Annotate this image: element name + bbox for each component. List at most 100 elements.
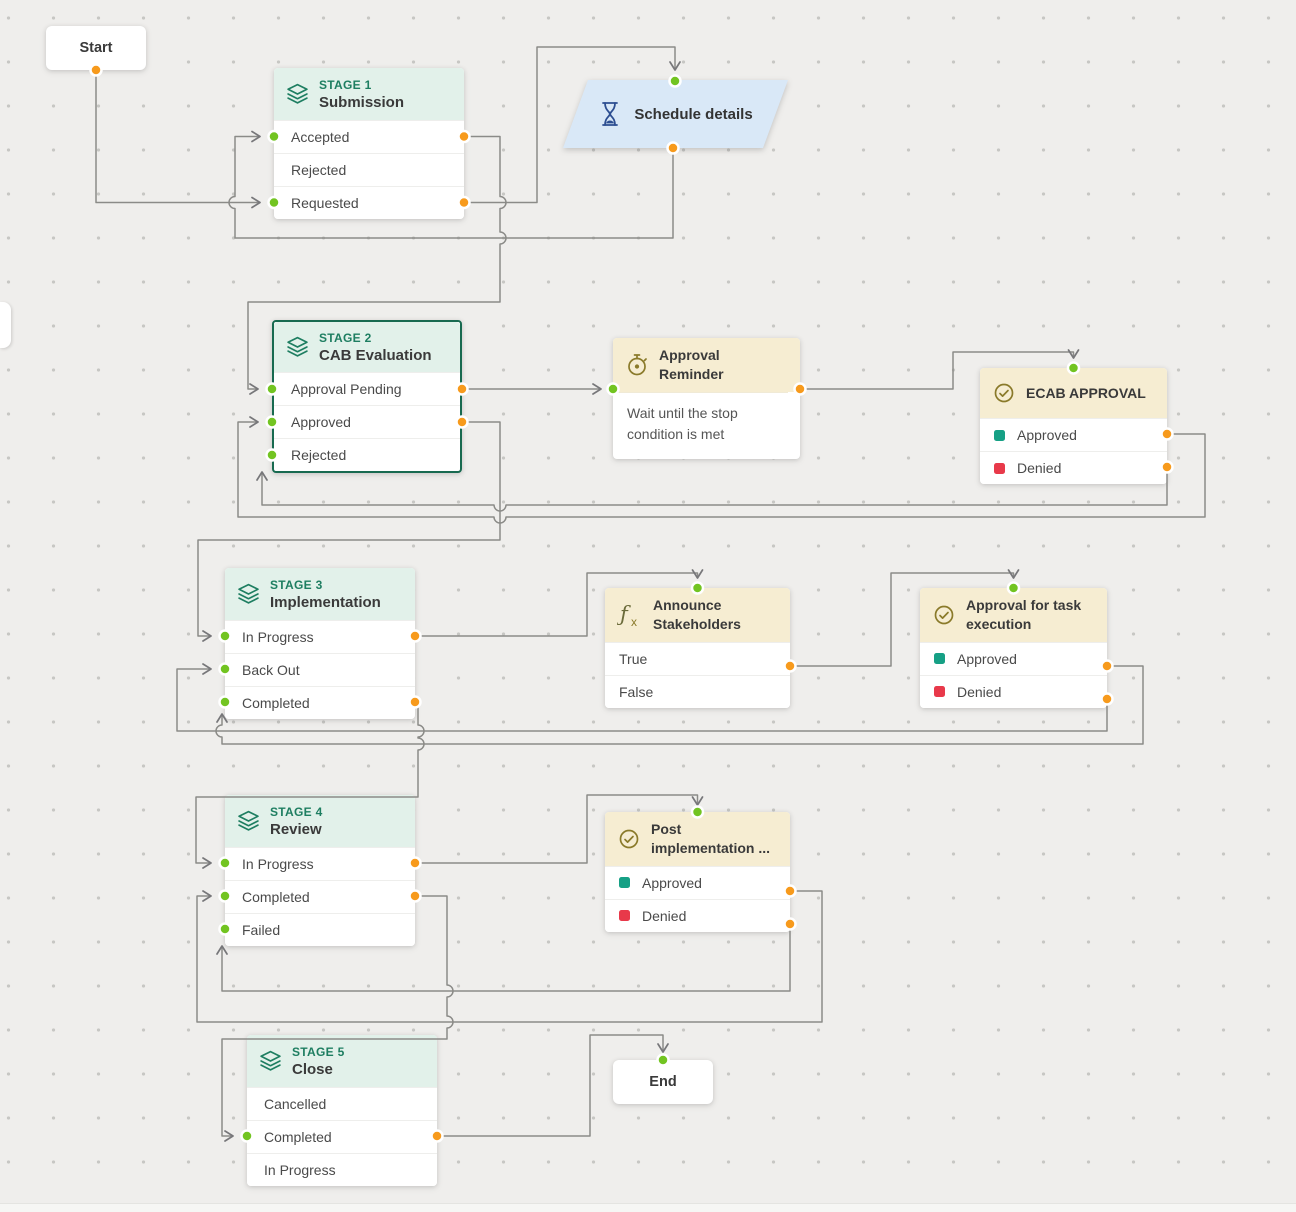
stage-row-approval-pending[interactable]: Approval Pending (274, 372, 460, 405)
layers-icon (237, 810, 260, 832)
stage-header: STAGE 1 Submission (274, 68, 464, 120)
row-label: Completed (264, 1129, 332, 1145)
row-label: False (619, 683, 654, 700)
approved-swatch (994, 429, 1005, 441)
stage-row-in-progress[interactable]: In Progress (247, 1153, 437, 1186)
outcome-row-false[interactable]: False (605, 674, 790, 708)
denied-swatch (934, 686, 945, 698)
row-label: Cancelled (264, 1096, 327, 1112)
row-label: Denied (1017, 460, 1062, 476)
row-label: Denied (957, 683, 1002, 700)
stage-row-completed[interactable]: Completed (247, 1120, 437, 1153)
row-label: In Progress (242, 856, 314, 872)
row-label: Rejected (291, 162, 347, 178)
outcome-row-denied[interactable]: Denied (920, 674, 1107, 708)
approved-swatch (934, 653, 945, 665)
stage-row-completed[interactable]: Completed (225, 880, 415, 913)
hourglass-icon (598, 101, 622, 127)
row-label: Approved (642, 874, 702, 891)
start-node[interactable]: Start (46, 26, 146, 70)
row-label: Accepted (291, 129, 350, 145)
stage-row-accepted[interactable]: Accepted (274, 120, 464, 153)
row-label: In Progress (264, 1162, 336, 1178)
row-label: Completed (242, 889, 310, 905)
approved-swatch (619, 877, 630, 889)
schedule-details-node[interactable]: Schedule details (563, 80, 788, 148)
post-implementation-review-node[interactable]: Post implementation ... Approved Denied (605, 812, 790, 932)
outcome-row-approved[interactable]: Approved (605, 865, 790, 899)
stage-row-cancelled[interactable]: Cancelled (247, 1087, 437, 1120)
stage-node-submission[interactable]: STAGE 1 Submission Accepted Rejected Req… (274, 68, 464, 219)
stage-node-review[interactable]: STAGE 4 Review In Progress Completed Fai… (225, 795, 415, 946)
end-node[interactable]: End (613, 1060, 713, 1104)
stage-row-failed[interactable]: Failed (225, 913, 415, 946)
stage-node-cab-evaluation[interactable]: STAGE 2 CAB Evaluation Approval Pending … (272, 320, 462, 473)
stage-label: STAGE 1 (319, 77, 372, 92)
row-label: In Progress (242, 629, 314, 645)
stage-row-requested[interactable]: Requested (274, 186, 464, 219)
stage-label: STAGE 3 (270, 577, 323, 592)
row-label: Rejected (291, 447, 347, 463)
outcome-row-denied[interactable]: Denied (980, 451, 1167, 484)
node-title: Announce Stakeholders (653, 597, 741, 632)
stage-header: STAGE 4 Review (225, 795, 415, 847)
stage-node-implementation[interactable]: STAGE 3 Implementation In Progress Back … (225, 568, 415, 719)
svg-text:x: x (631, 615, 637, 629)
svg-text:ƒ: ƒ (617, 602, 631, 626)
row-label: True (619, 650, 648, 667)
stage-name: CAB Evaluation (319, 346, 432, 364)
check-circle-icon (932, 603, 956, 627)
stage-row-rejected[interactable]: Rejected (274, 438, 460, 471)
stage-name: Implementation (270, 593, 381, 611)
stage-row-completed[interactable]: Completed (225, 686, 415, 719)
stage-label: STAGE 4 (270, 804, 323, 819)
stage-header: STAGE 5 Close (247, 1035, 437, 1087)
outcome-row-approved[interactable]: Approved (920, 641, 1107, 675)
stage-label: STAGE 5 (292, 1044, 345, 1059)
row-label: Denied (642, 907, 687, 924)
node-title: Approval Reminder (659, 347, 724, 382)
panel-handle[interactable] (0, 302, 11, 348)
node-header: Post implementation ... (605, 812, 790, 866)
stage-label: STAGE 2 (319, 330, 372, 345)
outcome-row-approved[interactable]: Approved (980, 418, 1167, 451)
stage-row-in-progress[interactable]: In Progress (225, 847, 415, 880)
check-circle-icon (992, 381, 1016, 405)
stage-row-approved[interactable]: Approved (274, 405, 460, 438)
stopwatch-icon (625, 352, 649, 378)
node-title: Approval for task execution (966, 597, 1082, 632)
stage-node-close[interactable]: STAGE 5 Close Cancelled Completed In Pro… (247, 1035, 437, 1186)
outcome-row-true[interactable]: True (605, 641, 790, 675)
stage-name: Review (270, 820, 322, 838)
stage-name: Close (292, 1060, 333, 1078)
node-description: Wait until the stop condition is met (613, 391, 788, 459)
row-label: Back Out (242, 662, 300, 678)
schedule-label: Schedule details (634, 105, 753, 123)
row-label: Approval Pending (291, 381, 402, 397)
stage-row-rejected[interactable]: Rejected (274, 153, 464, 186)
layers-icon (286, 83, 309, 105)
ecab-approval-node[interactable]: ECAB APPROVAL Approved Denied (980, 368, 1167, 484)
start-label: Start (79, 40, 113, 56)
denied-swatch (994, 462, 1005, 474)
node-header: Approval for task execution (920, 588, 1107, 642)
task-execution-approval-node[interactable]: Approval for task execution Approved Den… (920, 588, 1107, 708)
row-label: Completed (242, 695, 310, 711)
stage-row-in-progress[interactable]: In Progress (225, 620, 415, 653)
check-circle-icon (617, 827, 641, 851)
stage-row-back-out[interactable]: Back Out (225, 653, 415, 686)
outcome-row-denied[interactable]: Denied (605, 898, 790, 932)
canvas-edge (0, 1203, 1296, 1212)
row-label: Approved (1017, 427, 1077, 443)
row-label: Requested (291, 195, 359, 211)
approval-reminder-node[interactable]: Approval Reminder Wait until the stop co… (613, 338, 800, 459)
node-title: ECAB APPROVAL (1026, 384, 1146, 401)
node-title: Post implementation ... (651, 821, 771, 856)
row-label: Approved (957, 650, 1017, 667)
connector-start-to-requested[interactable] (95, 70, 261, 209)
layers-icon (237, 583, 260, 605)
